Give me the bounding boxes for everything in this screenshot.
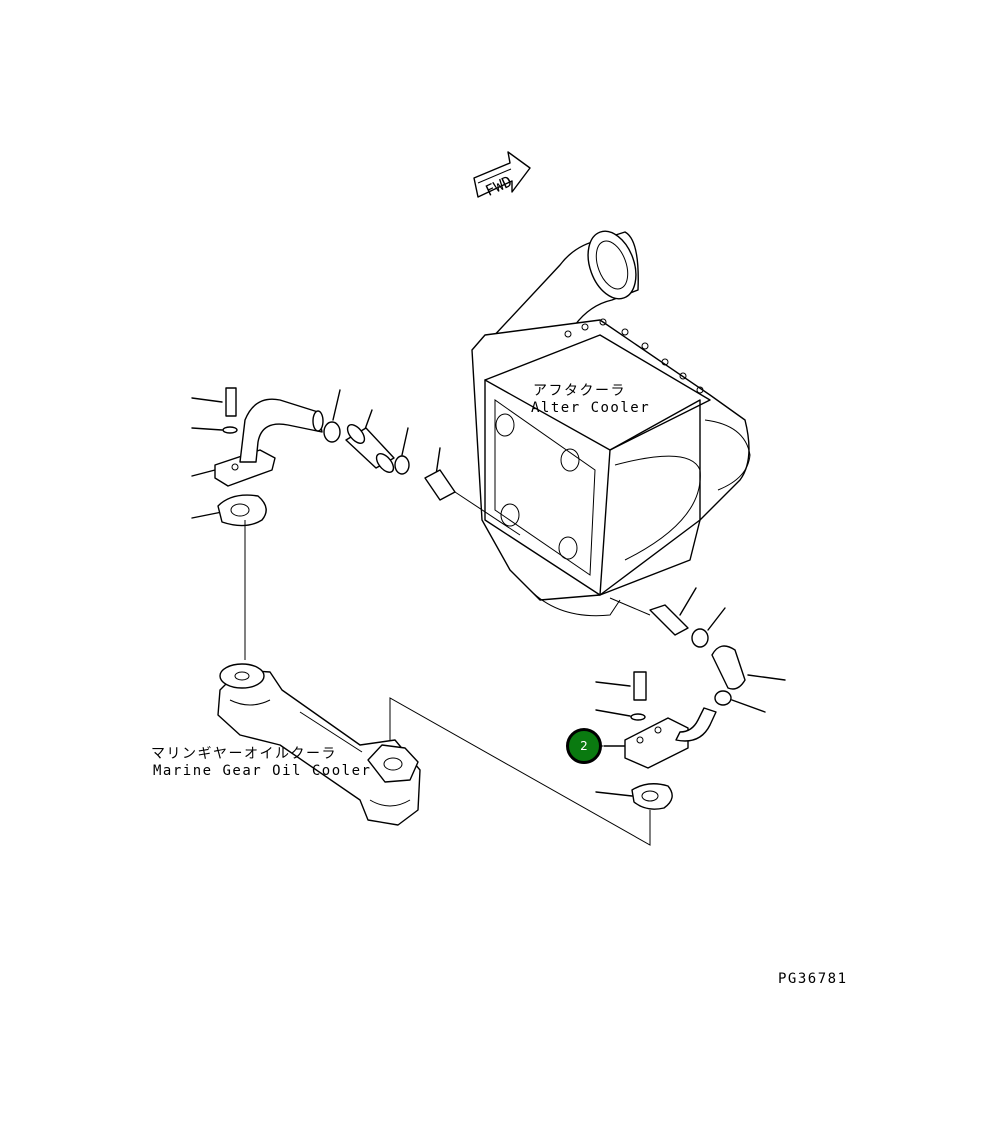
fwd-arrow-icon: FWD xyxy=(473,151,531,200)
drawing-number: PG36781 xyxy=(778,971,848,987)
aftercooler-label-en: Alter Cooler xyxy=(531,400,651,416)
callout-2-number: 2 xyxy=(580,739,588,753)
upper-pipe-assembly xyxy=(191,387,324,527)
marine-cooler-label-jp: マリンギヤーオイルクーラ xyxy=(151,746,337,762)
callout-2-button[interactable]: 2 xyxy=(566,728,602,764)
aftercooler-label-jp: アフタクーラ xyxy=(533,383,626,399)
lower-pipe-assembly xyxy=(595,671,717,810)
upper-hose-chain xyxy=(323,389,521,536)
aftercooler xyxy=(471,230,751,617)
marine-gear-oil-cooler xyxy=(217,663,421,826)
marine-cooler-label-en: Marine Gear Oil Cooler xyxy=(153,763,372,779)
lower-hose-chain xyxy=(609,587,786,713)
fwd-text: FWD xyxy=(483,172,515,200)
